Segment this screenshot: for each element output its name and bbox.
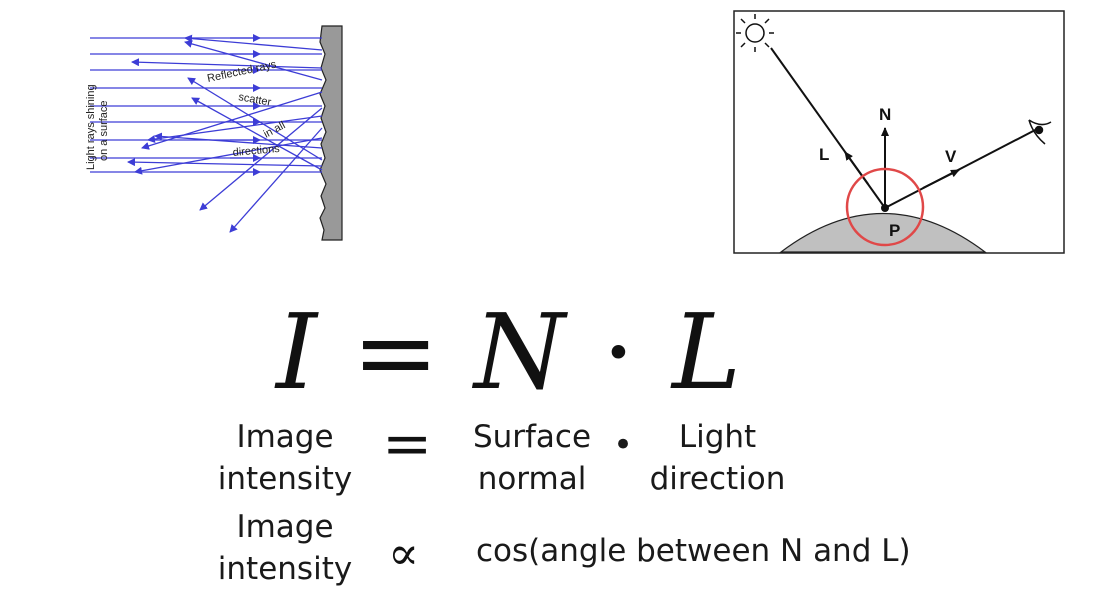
row1-right-line2: direction [640,458,795,500]
equation-dot: · [602,292,635,412]
row1-surface-normal: Surface normal [462,416,602,500]
reflected-ray [192,98,322,170]
row2-image-intensity: Image intensity [205,506,365,590]
row1-right-line1: Light [640,416,795,458]
row2-cosine-text: cos(angle between N and L) [476,530,936,572]
lighting-geometry-figure: N L V P [733,10,1066,256]
equation-normal: N [474,292,565,412]
reflected-label-line4: directions [232,143,280,159]
normal-label: N [879,105,891,124]
row1-mid-line2: normal [462,458,602,500]
point-label: P [889,221,900,240]
row2-proportional: ∝ [388,526,419,580]
light-label: L [819,145,829,164]
equation-lhs: I [276,292,317,412]
row2-left-line2: intensity [205,548,365,590]
side-label-line2: on a surface [98,100,110,161]
row1-left-line2: intensity [205,458,365,500]
light-rays [90,38,322,232]
equation-light: L [672,292,741,412]
diffuse-scatter-figure: Light rays shining on a surface Reflecte… [80,20,350,245]
reflected-ray [128,162,322,166]
reflected-ray [132,62,322,68]
row2-left-line1: Image [205,506,365,548]
view-label: V [945,147,957,166]
row1-image-intensity: Image intensity [205,416,365,500]
row1-dot: • [608,424,638,466]
side-label-line1: Light rays shining [85,84,97,170]
reflected-label-line1: Reflected rays [206,58,278,84]
point-p-dot [881,204,889,212]
row1-equals: = [382,414,432,474]
row1-mid-line1: Surface [462,416,602,458]
row1-light-direction: Light direction [640,416,795,500]
rough-surface [320,26,342,240]
equation-equals: = [352,292,439,412]
row1-left-line1: Image [205,416,365,458]
